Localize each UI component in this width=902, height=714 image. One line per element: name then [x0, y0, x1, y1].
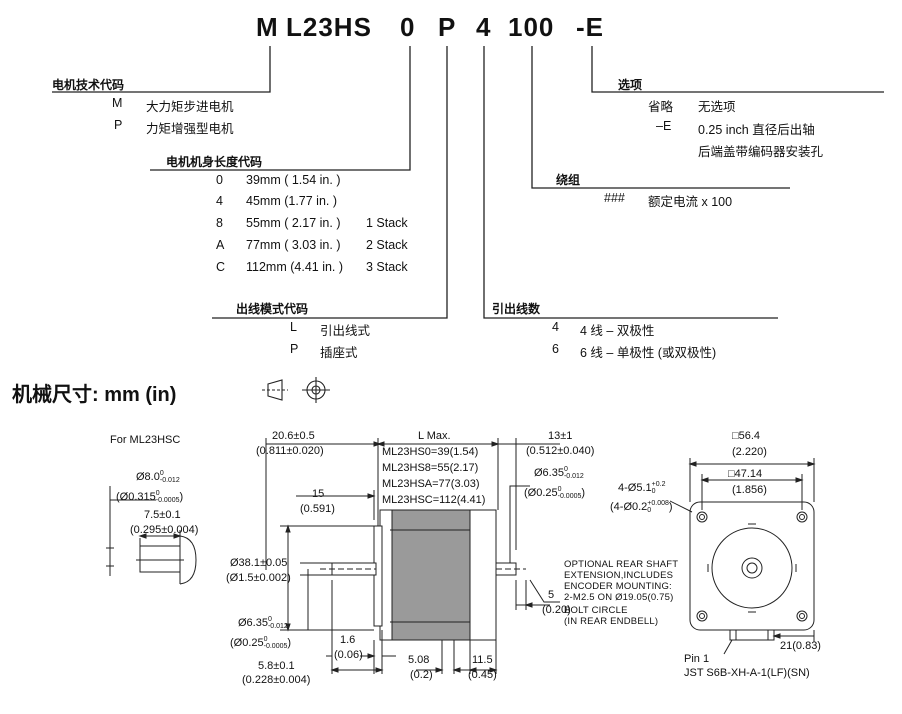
rear-shaft-note-3: ENCODER MOUNTING:	[564, 581, 672, 592]
dim-15: 15	[312, 488, 325, 500]
lead-style-desc: 引出线式	[320, 324, 371, 338]
shaft-detail-drawing	[106, 486, 197, 585]
shaft-flat-inch: (0.295±0.004)	[130, 524, 199, 536]
dim-13: 13±1	[548, 430, 573, 442]
length-code: 0	[216, 173, 223, 187]
length-code: A	[216, 238, 225, 252]
dim-5-inch: (0.20)	[542, 604, 571, 616]
rear-shaft-note-1: OPTIONAL REAR SHAFT	[564, 559, 679, 570]
length-desc: 77mm ( 3.03 in. )	[246, 238, 341, 252]
dim-l-max: L Max.	[418, 430, 451, 442]
options-desc-line2: 后端盖带编码器安装孔	[698, 145, 824, 159]
length-desc: 39mm ( 1.54 in. )	[246, 173, 341, 187]
front-view-drawing	[670, 458, 816, 655]
length-code: 8	[216, 216, 223, 230]
dim-length-c: ML23HSC=112(4.41)	[382, 494, 486, 506]
length-stack: 2 Stack	[366, 238, 408, 252]
rear-shaft-note-2: EXTENSION,INCLUDES	[564, 570, 674, 581]
dim-1-6: 1.6	[340, 634, 356, 646]
dim-length-0: ML23HS0=39(1.54)	[382, 446, 479, 458]
code-series: L23HS	[286, 12, 372, 42]
length-title: 电机机身长度代码	[166, 155, 263, 169]
dim-sq-47: □47.14	[728, 468, 763, 480]
leads-desc: 4 线 – 双极性	[580, 324, 655, 338]
dim-5: 5	[548, 589, 555, 601]
options-code: –E	[656, 119, 672, 133]
mechanical-title: 机械尺寸: mm (in)	[12, 384, 177, 406]
winding-desc: 额定电流 x 100	[648, 195, 733, 209]
options-title: 选项	[618, 78, 643, 92]
lead-style-title: 出线模式代码	[236, 302, 309, 316]
lead-style-code: P	[290, 342, 299, 356]
winding-title: 绕组	[556, 173, 581, 187]
rear-shaft-note-5: BOLT CIRCLE	[564, 605, 628, 616]
code-leads: 4	[476, 12, 492, 42]
options-desc: 无选项	[698, 100, 736, 114]
dim-20-6-inch: (0.811±0.020)	[256, 445, 324, 457]
leads-code: 6	[552, 342, 559, 356]
code-length: 0	[400, 12, 416, 42]
dim-5-08: 5.08	[408, 654, 430, 666]
dim-11-5: 11.5	[472, 654, 493, 666]
dim-38-inch: (Ø1.5±0.002)	[226, 572, 291, 584]
pin1-label: Pin 1	[684, 653, 710, 665]
for-label: For ML23HSC	[110, 434, 181, 446]
connector-label: JST S6B-XH-A-1(LF)(SN)	[684, 667, 810, 679]
length-stack: 3 Stack	[366, 260, 408, 274]
rear-shaft-note-4: 2-M2.5 ON Ø19.05(0.75)	[564, 592, 674, 603]
code-winding: 100	[508, 12, 555, 42]
side-view-drawing	[265, 438, 560, 674]
code-option: -E	[576, 12, 604, 42]
length-code: 4	[216, 194, 223, 208]
lead-style-desc: 插座式	[320, 346, 358, 360]
dim-5-08-inch: (0.2)	[410, 669, 433, 681]
motor-type-desc: 力矩增强型电机	[146, 122, 234, 136]
projection-symbol	[262, 377, 330, 403]
code-m: M	[256, 12, 279, 42]
shaft-flat: 7.5±0.1	[144, 509, 181, 521]
dim-13-inch: (0.512±0.040)	[526, 445, 595, 457]
dim-15-inch: (0.591)	[300, 503, 335, 515]
code-lead-style: P	[438, 12, 457, 42]
length-desc: 55mm ( 2.17 in. )	[246, 216, 341, 230]
length-code: C	[216, 260, 226, 274]
lead-style-code: L	[290, 320, 297, 334]
dim-sq-56: □56.4	[732, 430, 761, 442]
dim-5-8: 5.8±0.1	[258, 660, 295, 672]
winding-code: ###	[604, 191, 625, 205]
dim-21: 21(0.83)	[780, 640, 821, 652]
options-code: 省略	[648, 100, 674, 114]
dim-38: Ø38.1±0.05	[230, 557, 288, 569]
dim-length-8: ML23HS8=55(2.17)	[382, 462, 479, 474]
leads-title: 引出线数	[492, 302, 541, 316]
motor-type-title: 电机技术代码	[52, 78, 125, 92]
rear-shaft-note-6: (IN REAR ENDBELL)	[564, 616, 659, 627]
dim-1-6-inch: (0.06)	[334, 649, 363, 661]
motor-type-code: P	[114, 118, 123, 132]
options-desc: 0.25 inch 直径后出轴	[698, 123, 815, 137]
dim-5-8-inch: (0.228±0.004)	[242, 674, 311, 686]
leads-desc: 6 线 – 单极性 (或双极性)	[580, 346, 717, 360]
code-leader-lines	[52, 46, 884, 319]
dim-20-6: 20.6±0.5	[272, 430, 315, 442]
motor-type-code: M	[112, 96, 123, 110]
motor-type-desc: 大力矩步进电机	[146, 100, 234, 114]
length-stack: 1 Stack	[366, 216, 408, 230]
length-desc: 45mm (1.77 in. )	[246, 194, 338, 208]
dim-sq-47-inch: (1.856)	[732, 484, 767, 496]
leads-code: 4	[552, 320, 559, 334]
dim-sq-56-inch: (2.220)	[732, 446, 767, 458]
length-desc: 112mm (4.41 in. )	[246, 260, 344, 274]
dim-length-a: ML23HSA=77(3.03)	[382, 478, 480, 490]
